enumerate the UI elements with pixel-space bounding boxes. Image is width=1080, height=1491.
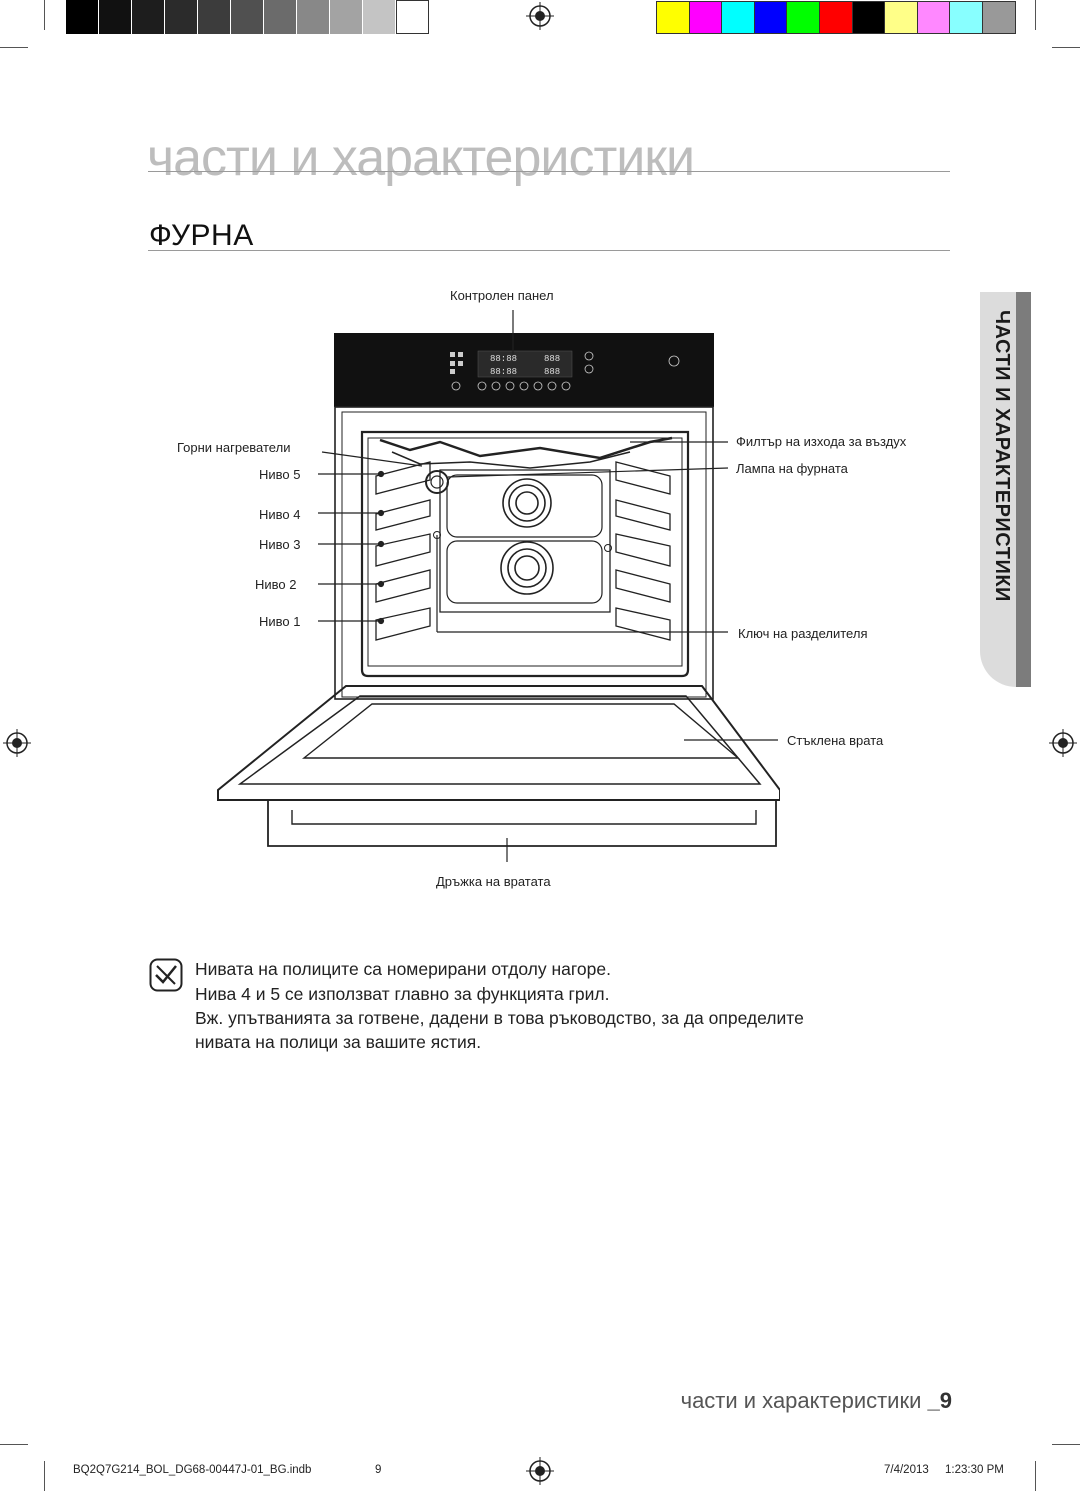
footer-section-title: части и характеристики xyxy=(680,1388,922,1413)
control-button-icon xyxy=(451,381,461,391)
color-swatch xyxy=(132,0,165,34)
display-digit: 88:88 xyxy=(490,354,517,364)
color-swatch xyxy=(264,0,297,34)
color-swatch xyxy=(297,0,330,34)
control-display xyxy=(477,350,573,378)
color-swatch xyxy=(99,0,132,34)
label-control-panel: Контролен панел xyxy=(450,288,554,303)
oven-body xyxy=(334,406,714,700)
crop-mark xyxy=(0,47,28,48)
color-swatch xyxy=(722,1,755,34)
label-level-1: Ниво 1 xyxy=(259,614,301,629)
color-swatch xyxy=(396,0,429,34)
section-heading: ФУРНА xyxy=(149,219,254,252)
indicator-icon xyxy=(450,352,455,357)
note-line: Нивата на полиците са номерирани отдолу … xyxy=(195,959,611,979)
indicator-icon xyxy=(450,361,455,366)
control-button-icon xyxy=(547,381,557,391)
control-buttons xyxy=(451,381,571,391)
note-line: Нива 4 и 5 се използват главно за функци… xyxy=(195,984,610,1004)
footer-date: 7/4/2013 xyxy=(884,1464,929,1476)
color-swatch xyxy=(950,1,983,34)
side-tab-bar xyxy=(1016,292,1031,687)
power-button-icon xyxy=(668,355,680,367)
label-oven-lamp: Лампа на фурната xyxy=(736,461,848,476)
label-level-2: Ниво 2 xyxy=(255,577,297,592)
label-level-4: Ниво 4 xyxy=(259,507,301,522)
color-calibration-bar xyxy=(656,1,1016,34)
registration-mark-icon xyxy=(3,729,31,757)
arrow-up-button-icon xyxy=(584,351,594,361)
page-number: _9 xyxy=(927,1388,952,1413)
crop-mark xyxy=(44,0,45,30)
color-swatch xyxy=(165,0,198,34)
oven-door xyxy=(217,685,780,801)
door-handle xyxy=(291,810,757,825)
oven-cavity xyxy=(360,430,690,678)
crop-mark xyxy=(0,1444,28,1445)
registration-mark-icon xyxy=(1049,729,1077,757)
note-line: нивата на полици за вашите ястия. xyxy=(195,1032,482,1052)
color-swatch xyxy=(885,1,918,34)
color-swatch xyxy=(231,0,264,34)
indicator-icon xyxy=(458,361,463,366)
registration-mark-icon xyxy=(526,2,554,30)
footer-file-page: 9 xyxy=(375,1464,382,1476)
color-swatch xyxy=(819,1,853,34)
color-swatch xyxy=(198,0,231,34)
crop-mark xyxy=(1052,1444,1080,1445)
color-swatch xyxy=(330,0,363,34)
section-divider xyxy=(148,250,950,251)
crop-mark xyxy=(1052,47,1080,48)
note-icon xyxy=(149,958,183,992)
crop-mark xyxy=(44,1461,45,1491)
crop-mark xyxy=(1035,1461,1036,1491)
display-digit: 888 xyxy=(544,367,560,377)
footer-time: 1:23:30 PM xyxy=(945,1464,1004,1476)
arrow-down-button-icon xyxy=(584,364,594,374)
display-digit: 88:88 xyxy=(490,367,517,377)
glass-door-panel xyxy=(301,703,740,759)
registration-mark-icon xyxy=(526,1457,554,1485)
page-title: части и характеристики xyxy=(147,129,695,187)
footer-file-name: BQ2Q7G214_BOL_DG68-00447J-01_BG.indb xyxy=(73,1464,312,1476)
footer-page-label: части и характеристики _9 xyxy=(681,1388,952,1414)
color-swatch xyxy=(852,1,886,34)
side-tab-label: ЧАСТИ И ХАРАКТЕРИСТИКИ xyxy=(991,310,1013,602)
control-button-icon xyxy=(491,381,501,391)
label-upper-heaters: Горни нагреватели xyxy=(177,440,291,455)
grayscale-color-bar xyxy=(66,0,429,34)
control-button-icon xyxy=(533,381,543,391)
color-swatch xyxy=(689,1,723,34)
title-divider xyxy=(148,171,950,172)
color-swatch xyxy=(657,1,690,34)
oven-diagram: 88:88 888 88:88 888 xyxy=(217,310,780,862)
color-swatch xyxy=(66,0,99,34)
indicator-icon xyxy=(450,369,455,374)
label-door-handle: Дръжка на вратата xyxy=(436,874,551,889)
label-air-filter: Филтър на изхода за въздух xyxy=(736,434,907,449)
color-swatch xyxy=(982,1,1016,34)
label-glass-door: Стъклена врата xyxy=(787,733,884,748)
control-button-icon xyxy=(561,381,571,391)
note-line: Вж. упътванията за готвене, дадени в тов… xyxy=(195,1008,804,1028)
side-tab xyxy=(980,292,1016,687)
control-button-icon xyxy=(505,381,515,391)
label-level-3: Ниво 3 xyxy=(259,537,301,552)
color-swatch xyxy=(363,0,396,34)
control-button-icon xyxy=(519,381,529,391)
crop-mark xyxy=(1035,0,1036,30)
label-divider-key: Ключ на разделителя xyxy=(738,626,868,641)
indicator-icon xyxy=(458,352,463,357)
color-swatch xyxy=(787,1,820,34)
control-button-icon xyxy=(477,381,487,391)
label-level-5: Ниво 5 xyxy=(259,467,301,482)
display-digit: 888 xyxy=(544,354,560,364)
color-swatch xyxy=(917,1,951,34)
color-swatch xyxy=(754,1,788,34)
